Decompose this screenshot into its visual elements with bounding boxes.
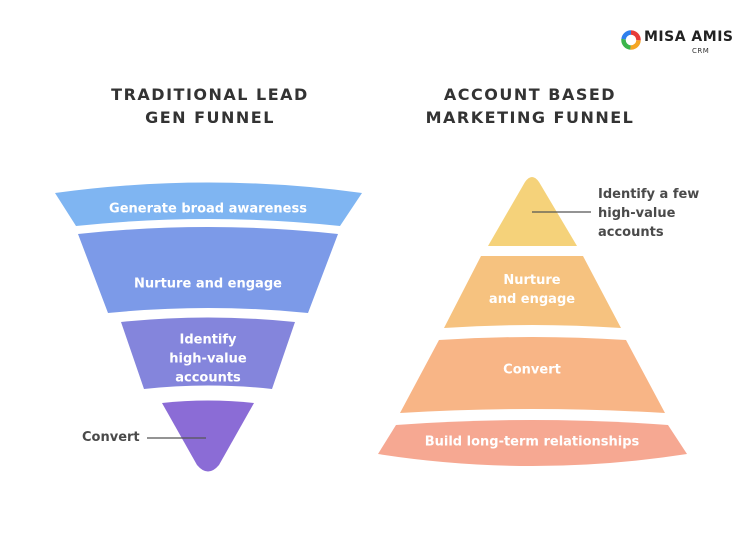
brand-logo: MISA AMIS CRM <box>620 27 733 59</box>
abm-title-line: MARKETING FUNNEL <box>425 108 635 127</box>
traditional-title-line: GEN FUNNEL <box>145 108 275 127</box>
logo-ring-icon <box>621 30 641 50</box>
abm-stage-4-label: Build long-term relationships <box>425 433 640 452</box>
callout-line: Convert <box>82 430 140 445</box>
abm-stage-2-shape <box>444 256 621 328</box>
stage-label-line: Nurture <box>503 273 561 288</box>
traditional-stage-3-shape <box>121 317 295 389</box>
traditional-title-line: TRADITIONAL LEAD <box>111 85 309 104</box>
logo-wordmark: MISA AMIS <box>644 29 734 45</box>
abm-title-line: ACCOUNT BASED <box>443 85 617 104</box>
traditional-stage-4-shape <box>162 400 254 472</box>
convert-callout: Convert <box>82 428 140 447</box>
traditional-stage-2-label: Nurture and engage <box>134 275 282 294</box>
stage-label-line: Identify <box>179 332 237 348</box>
abm-stage-4-shape <box>378 420 687 466</box>
traditional-stage-1-shape <box>55 182 362 226</box>
traditional-stage-1-label: Generate broad awareness <box>109 200 307 219</box>
traditional-funnel-title: TRADITIONAL LEAD GEN FUNNEL <box>80 83 340 129</box>
identify-accounts-callout: Identify a few high-value accounts <box>598 185 699 242</box>
abm-stage-2-label: Nurture and engage <box>489 271 575 309</box>
callout-line: high-value <box>598 206 676 221</box>
stage-label-line: accounts <box>175 370 241 386</box>
abm-stage-3-label: Convert <box>503 361 561 380</box>
stage-label-line: Convert <box>503 362 561 378</box>
abm-stage-3-shape <box>400 337 665 413</box>
traditional-stage-3-label: Identify high-value accounts <box>169 331 246 388</box>
callout-line: Identify a few <box>598 187 700 202</box>
traditional-stage-2-shape <box>78 227 338 313</box>
stage-label-line: Nurture and engage <box>134 276 282 292</box>
stage-label-line: Generate broad awareness <box>109 201 307 217</box>
callout-line: accounts <box>598 225 664 240</box>
logo-subtitle: CRM <box>692 47 710 55</box>
abm-funnel-title: ACCOUNT BASED MARKETING FUNNEL <box>400 83 660 129</box>
stage-label-line: Build long-term relationships <box>424 434 640 450</box>
stage-label-line: and engage <box>488 292 576 307</box>
stage-label-line: high-value <box>169 351 247 367</box>
